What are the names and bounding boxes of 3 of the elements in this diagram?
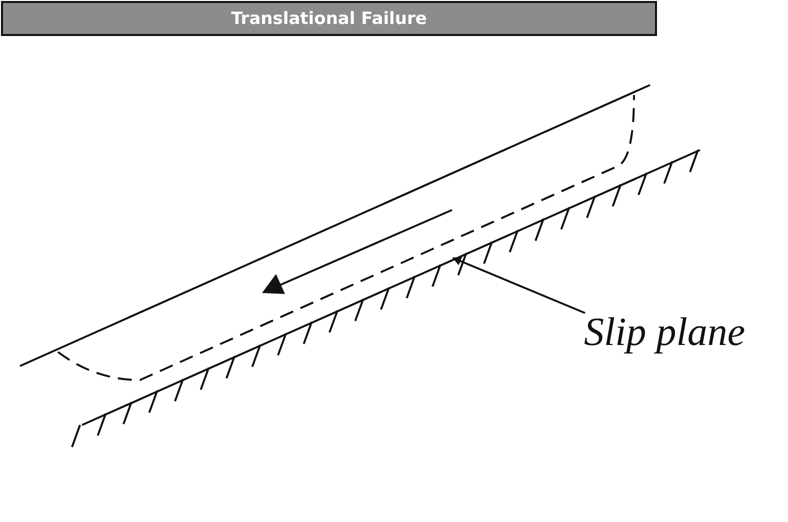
- slip-plane-label: Slip plane: [584, 312, 746, 352]
- leader-line: [452, 256, 586, 314]
- title-bar: Translational Failure: [1, 1, 657, 36]
